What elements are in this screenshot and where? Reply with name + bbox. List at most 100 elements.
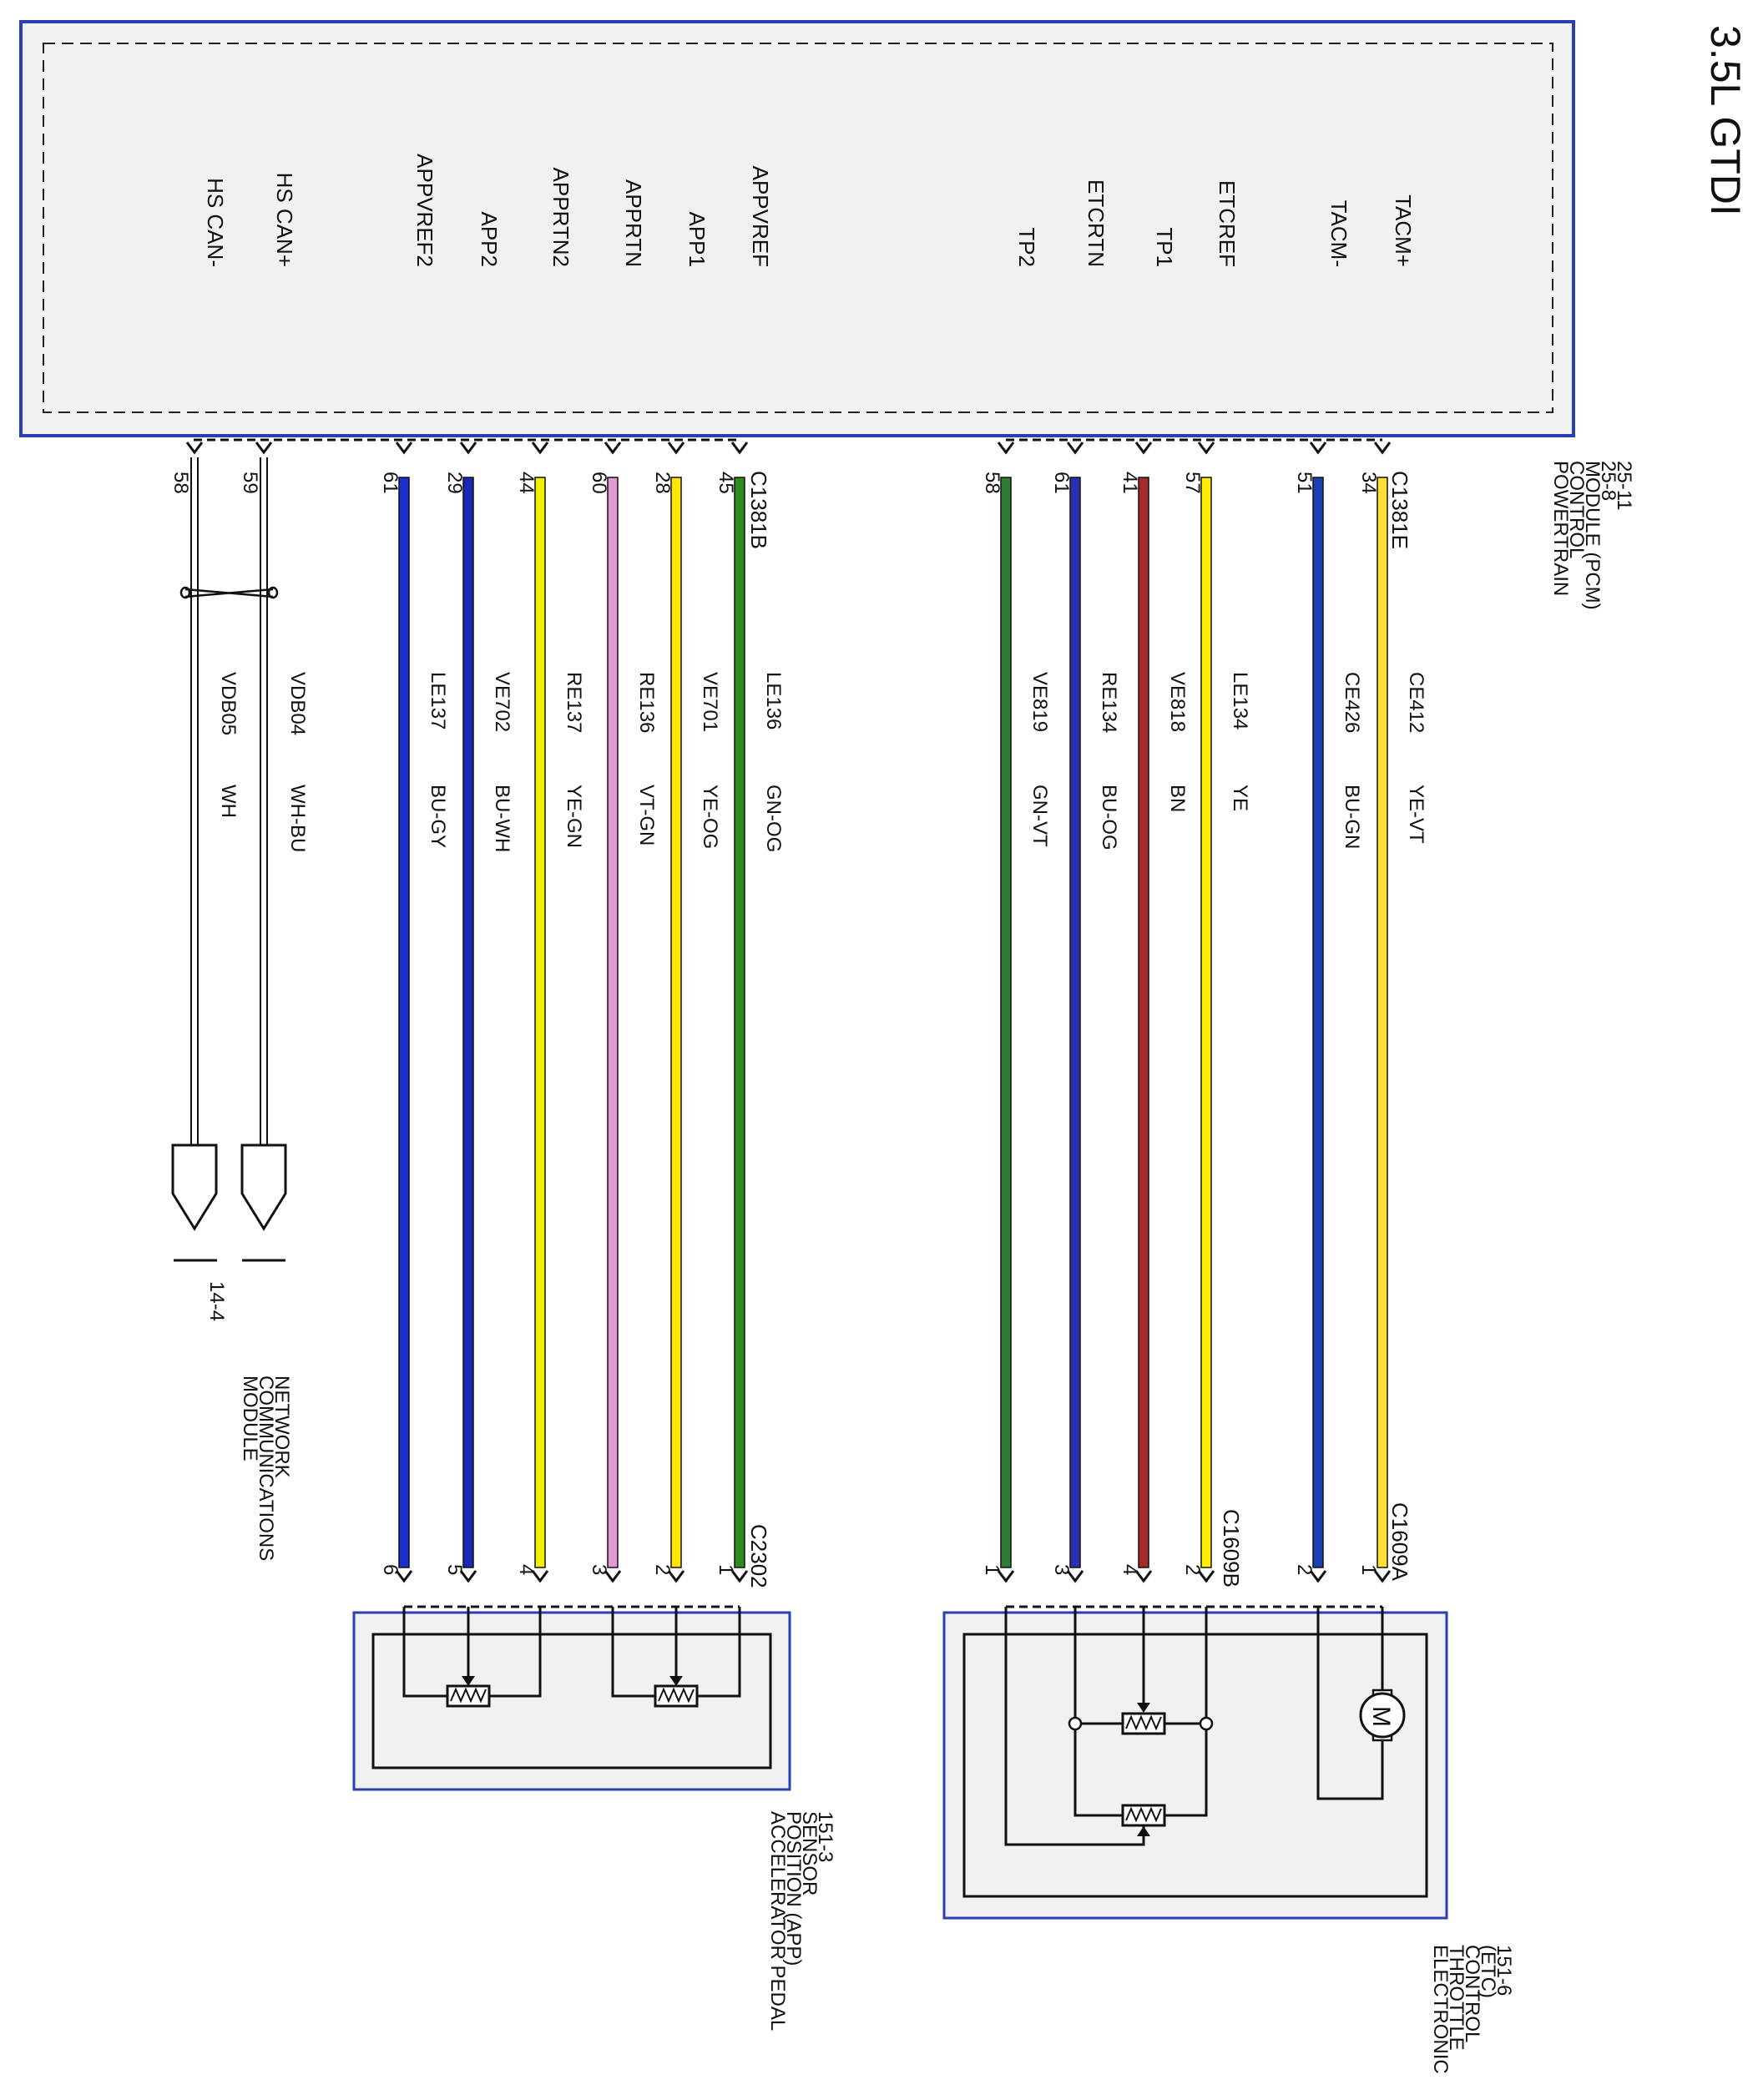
- can-terminal-icon: [171, 1143, 218, 1231]
- etc-connector-label-c1609a: C1609A: [1387, 1502, 1412, 1582]
- app-device-line-2: POSITION (APP): [782, 1811, 805, 1966]
- app-pin-label-2: APP1: [684, 212, 710, 268]
- etc-pcm-arrow: [1373, 442, 1392, 455]
- app-color-code-5: BU-WH: [491, 785, 513, 852]
- etc-color-code-3: YE: [1229, 785, 1251, 811]
- etc-circuit-1: CE412: [1405, 672, 1427, 733]
- can-pcm-arrow: [185, 442, 204, 455]
- app-device-arrow: [730, 1570, 749, 1583]
- app-pcm-arrow: [395, 442, 413, 455]
- app-device-name: ACCELERATOR PEDAL POSITION (APP) SENSOR …: [766, 1811, 836, 2036]
- app-pcm-arrow: [667, 442, 685, 455]
- twisted-pair-end: [267, 586, 279, 599]
- app-pin-label-1: APPVREF: [748, 166, 773, 267]
- etc-circuit-3: LE134: [1229, 672, 1251, 729]
- etc-color-code-6: GN-VT: [1028, 785, 1051, 847]
- app-pcm-pin-3: 60: [588, 472, 610, 494]
- app-device-line-1: ACCELERATOR PEDAL: [766, 1811, 789, 2031]
- motor-icon: [1359, 1692, 1406, 1739]
- app-wire-6: [398, 477, 410, 1568]
- page-title: 3.5L GTDI: [1702, 25, 1749, 216]
- network-line-2: COMMUNICATIONS: [255, 1376, 277, 1561]
- etc-device-inner: [962, 1633, 1428, 1898]
- etc-color-code-1: YE-VT: [1405, 785, 1427, 844]
- etc-device-pin-4: 4: [1119, 1564, 1141, 1575]
- app-circuit-1: LE136: [762, 672, 785, 729]
- etc-color-code-2: BU-GN: [1341, 785, 1363, 849]
- etc-pcm-arrow: [1134, 442, 1153, 455]
- app-wire-group: APPVREF451LE136GN-OGAPP1282VE701YE-OGAPP…: [379, 154, 785, 1583]
- app-pin-label-6: APPVREF2: [412, 154, 437, 267]
- tp-circuit-lines: [1004, 1607, 1208, 1846]
- etc-device-line-4: (ETC): [1477, 1945, 1499, 1998]
- app-pin-label-4: APPRTN2: [548, 168, 573, 267]
- pcm-connector-label-c1381b: C1381B: [746, 471, 771, 549]
- etc-device-pin-3: 2: [1181, 1564, 1204, 1575]
- etc-pcm-arrow: [997, 442, 1015, 455]
- app-device-arrow: [459, 1570, 477, 1583]
- pcm-outline: [19, 20, 1575, 437]
- etc-device-arrow: [1066, 1570, 1084, 1583]
- app-wire-2: [670, 477, 682, 1568]
- etc-wire-3: [1200, 477, 1212, 1568]
- etc-pin-label-2: TACM-: [1326, 200, 1351, 267]
- etc-device: M: [942, 1605, 1448, 1920]
- app-device-arrow: [395, 1570, 413, 1583]
- pcm-name-line-1: POWERTRAIN: [1549, 461, 1572, 596]
- can-circuit-1: VDB04: [286, 672, 309, 735]
- can-terminal-icon: [240, 1143, 287, 1231]
- etc-device-line-3: CONTROL: [1461, 1945, 1483, 2042]
- motor-symbol: M: [1367, 1706, 1395, 1727]
- app-device-arrow: [531, 1570, 549, 1583]
- network-line-1: MODULE: [239, 1376, 261, 1461]
- potentiometer-icon: [654, 1676, 699, 1708]
- etc-pin-label-4: TP1: [1152, 227, 1177, 267]
- can-pcm-pin-1: 59: [239, 472, 261, 494]
- pcm-name-line-5: 25-11: [1613, 461, 1635, 511]
- etc-pin-label-5: ETCRTN: [1084, 179, 1109, 267]
- app-circuit-2: VE701: [699, 672, 721, 732]
- pcm-name-line-2: CONTROL: [1565, 461, 1588, 558]
- app-pin-label-5: APP2: [477, 212, 502, 268]
- app-device-pin-1: 1: [715, 1564, 737, 1575]
- app-pcm-arrow: [531, 442, 549, 455]
- network-name: MODULE COMMUNICATIONS NETWORK: [239, 1376, 293, 1567]
- app-device-line-3: SENSOR: [798, 1811, 821, 1896]
- app-pcm-pin-4: 44: [515, 472, 538, 494]
- potentiometer-icon: [1121, 1703, 1166, 1735]
- etc-circuit-5: RE134: [1098, 672, 1120, 733]
- potentiometer-icon: [1121, 1804, 1166, 1836]
- etc-device-arrow: [1373, 1570, 1392, 1583]
- app-pcm-arrow: [604, 442, 622, 455]
- etc-circuit-4: VE818: [1166, 672, 1189, 732]
- app-device-pin-2: 2: [651, 1564, 674, 1575]
- twisted-pair-end: [179, 586, 191, 599]
- etc-device-pin-5: 3: [1050, 1564, 1073, 1575]
- app-circuit-6: LE137: [427, 672, 449, 729]
- pcm-module: [19, 20, 1575, 437]
- app-device: [352, 1605, 791, 1791]
- app-color-code-1: GN-OG: [762, 785, 785, 852]
- etc-circuit-6: VE819: [1028, 672, 1051, 732]
- etc-wire-1: [1377, 477, 1388, 1568]
- can-pcm-arrow: [255, 442, 273, 455]
- app-device-pin-6: 6: [379, 1564, 402, 1575]
- app-device-line-4: 151-3: [814, 1811, 836, 1862]
- etc-pin-label-6: TP2: [1014, 227, 1039, 267]
- junction-dot: [1068, 1716, 1083, 1731]
- app-color-code-4: YE-GN: [563, 785, 585, 848]
- app-color-code-6: BU-GY: [427, 785, 449, 848]
- etc-pin-label-1: TACM+: [1391, 194, 1416, 267]
- etc-device-name: ELECTRONIC THROTTLE CONTROL (ETC) 151-6: [1429, 1945, 1515, 2079]
- can-circuit-2: VDB05: [217, 672, 240, 735]
- network-line-3: NETWORK: [270, 1376, 293, 1478]
- etc-wire-2: [1312, 477, 1324, 1568]
- etc-color-code-4: BN: [1166, 785, 1189, 812]
- app-pcm-pin-1: 45: [715, 472, 737, 494]
- app-circuit-3: RE136: [635, 672, 658, 733]
- etc-device-line-5: 151-6: [1493, 1945, 1515, 1996]
- can-pin-label-2: HS CAN-: [203, 178, 228, 267]
- etc-color-code-5: BU-OG: [1098, 785, 1120, 851]
